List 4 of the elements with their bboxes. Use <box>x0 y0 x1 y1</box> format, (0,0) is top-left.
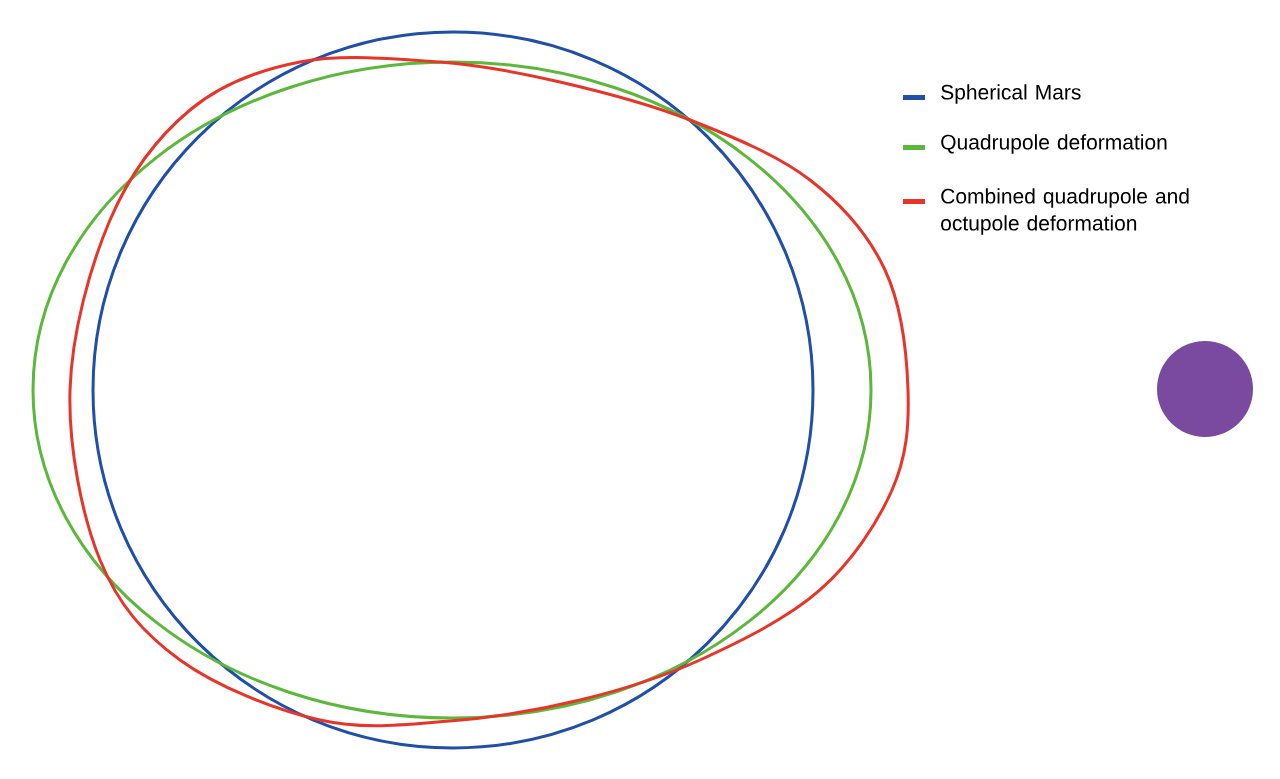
legend-label: Spherical Mars <box>941 84 1081 104</box>
legend-label: Quadrupole deformation <box>941 134 1167 154</box>
filled-circle <box>1157 341 1253 437</box>
legend-label: Combined quadrupole and octupole deformation <box>941 188 1189 235</box>
